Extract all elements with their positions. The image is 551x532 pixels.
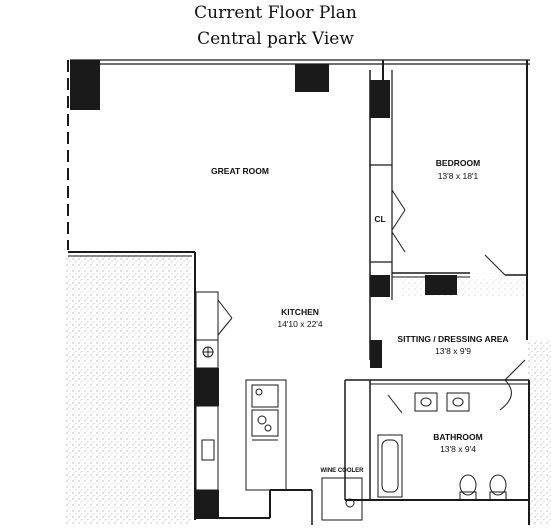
door-swings [217, 189, 526, 414]
plan-title: Current Floor Plan [194, 3, 357, 23]
bathroom-fixtures [377, 392, 507, 501]
sitting-stipple [400, 278, 525, 296]
exterior-stipple-right [527, 340, 551, 525]
kitchen-label: KITCHEN [281, 307, 319, 317]
wine-cooler-label: WINE COOLER [321, 468, 365, 474]
bathroom-size: 13'8 x 9'4 [440, 444, 476, 454]
sitting-area-size: 13'8 x 9'9 [435, 346, 471, 356]
sitting-area-label: SITTING / DRESSING AREA [397, 334, 508, 344]
exterior-stipple-left [66, 255, 191, 525]
great-room-label: GREAT ROOM [211, 166, 269, 176]
kitchen-fixtures [195, 291, 287, 491]
plan-subtitle: Central park View [197, 29, 354, 49]
bedroom-label: BEDROOM [436, 158, 480, 168]
closet-label: CL [374, 214, 385, 224]
bathroom-label: BATHROOM [433, 432, 482, 442]
kitchen-size: 14'10 x 22'4 [277, 319, 323, 329]
wine-cooler-fixture [321, 477, 363, 521]
columns [70, 60, 457, 518]
bedroom-size: 13'8 x 18'1 [438, 171, 479, 181]
